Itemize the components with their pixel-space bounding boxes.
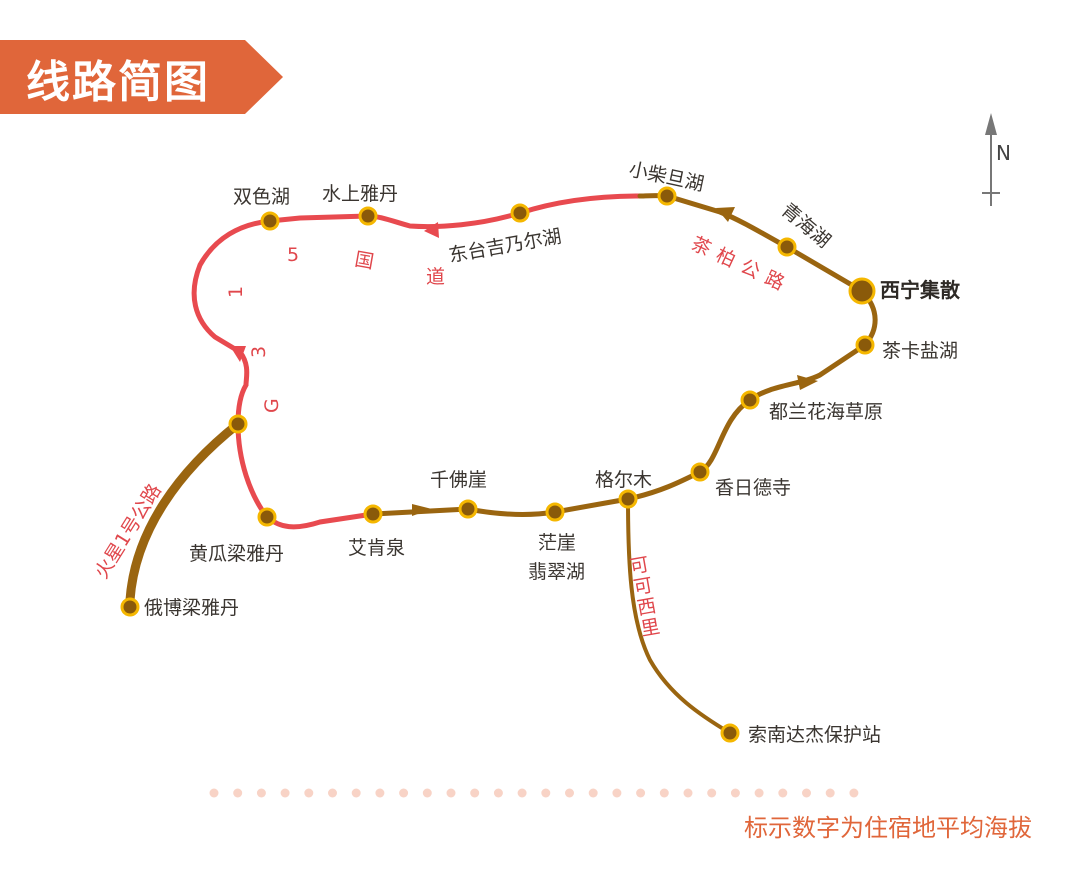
divider-dot (351, 788, 361, 798)
divider-dot (209, 788, 219, 798)
stop-aikenquan[interactable] (363, 504, 383, 524)
divider-dot (470, 788, 480, 798)
route-g315 (191, 193, 643, 530)
label-xiangride: 香日德寺 (715, 477, 791, 499)
stop-junction[interactable] (228, 414, 248, 434)
label-feicui: 翡翠湖 (528, 561, 585, 583)
label-geermu: 格尔木 (595, 469, 652, 491)
divider-dot (304, 788, 314, 798)
divider-dot (233, 788, 243, 798)
divider-dot (707, 788, 717, 798)
stop-qinghai-lake[interactable] (777, 237, 797, 257)
divider-dot (399, 788, 409, 798)
stop-chaka[interactable] (855, 335, 875, 355)
divider-dot (446, 788, 456, 798)
label-aikenquan: 艾肯泉 (348, 537, 405, 559)
stop-huanggualiang[interactable] (257, 507, 277, 527)
label-huanggualiang: 黄瓜梁雅丹 (189, 543, 284, 565)
route-chaer (370, 193, 878, 517)
divider-dot (517, 788, 527, 798)
stop-dongtai[interactable] (510, 203, 530, 223)
label-dongtai: 东台吉乃尔湖 (447, 225, 563, 266)
direction-arrow-icon (424, 222, 439, 238)
direction-arrow-icon (797, 375, 818, 390)
road-label-5: 5 (287, 244, 299, 266)
stop-ebo[interactable] (120, 597, 140, 617)
divider-dot (422, 788, 432, 798)
divider-dot (683, 788, 693, 798)
road-label-g: G (261, 398, 283, 413)
divider-dot (280, 788, 290, 798)
section-title: 线路简图 (26, 57, 210, 108)
stop-shuangse[interactable] (260, 211, 280, 231)
label-dulan: 都兰花海草原 (769, 401, 883, 423)
label-xining: 西宁集散 (880, 278, 961, 302)
direction-arrow-icon (230, 346, 246, 362)
divider-dot (778, 788, 788, 798)
label-chaka: 茶卡盐湖 (882, 340, 958, 362)
divider-dot (328, 788, 337, 798)
divider-dot (849, 788, 859, 798)
decorative-dot-divider (209, 788, 859, 798)
stop-suonan[interactable] (720, 723, 740, 743)
road-label-mars: 火星1号公路 (91, 480, 166, 582)
road-label-dao: 道 (426, 266, 445, 288)
divider-dot (802, 788, 811, 798)
stop-geermu[interactable] (618, 489, 638, 509)
stop-xiaochaidan[interactable] (657, 186, 677, 206)
route-kekexili (626, 497, 732, 735)
divider-dot (754, 788, 764, 798)
road-label-3: 3 (248, 346, 270, 358)
direction-arrow-icon (716, 207, 735, 222)
divider-dot (565, 788, 574, 798)
label-suonan: 索南达杰保护站 (748, 724, 881, 746)
north-compass-icon: N (982, 113, 1011, 206)
label-qianfoya: 千佛崖 (430, 469, 487, 491)
stop-qianfoya[interactable] (458, 499, 478, 519)
label-shuishang: 水上雅丹 (322, 183, 398, 205)
label-ebo: 俄博梁雅丹 (144, 597, 239, 619)
direction-arrow-icon (412, 504, 432, 516)
divider-dot (825, 788, 835, 798)
route-mars-1 (125, 419, 243, 605)
stop-xining[interactable] (848, 277, 876, 305)
altitude-note: 标示数字为住宿地平均海拔 (744, 814, 1032, 842)
stop-xiangride[interactable] (690, 462, 710, 482)
stop-dulan[interactable] (740, 390, 760, 410)
road-label-1: 1 (225, 286, 247, 298)
divider-dot (730, 788, 740, 798)
label-shuangse: 双色湖 (233, 186, 290, 208)
stop-mangya[interactable] (545, 502, 565, 522)
road-label-guo: 国 (353, 248, 376, 273)
stop-shuishang[interactable] (358, 206, 378, 226)
divider-dot (493, 788, 503, 798)
divider-dot (659, 788, 669, 798)
divider-dot (612, 788, 622, 798)
label-mangya: 茫崖 (538, 532, 576, 554)
north-label: N (996, 141, 1011, 165)
divider-dot (588, 788, 598, 798)
divider-dot (375, 788, 385, 798)
divider-dot (256, 788, 266, 798)
divider-dot (636, 788, 646, 798)
divider-dot (541, 788, 551, 798)
section-banner: 线路简图 (0, 40, 283, 114)
